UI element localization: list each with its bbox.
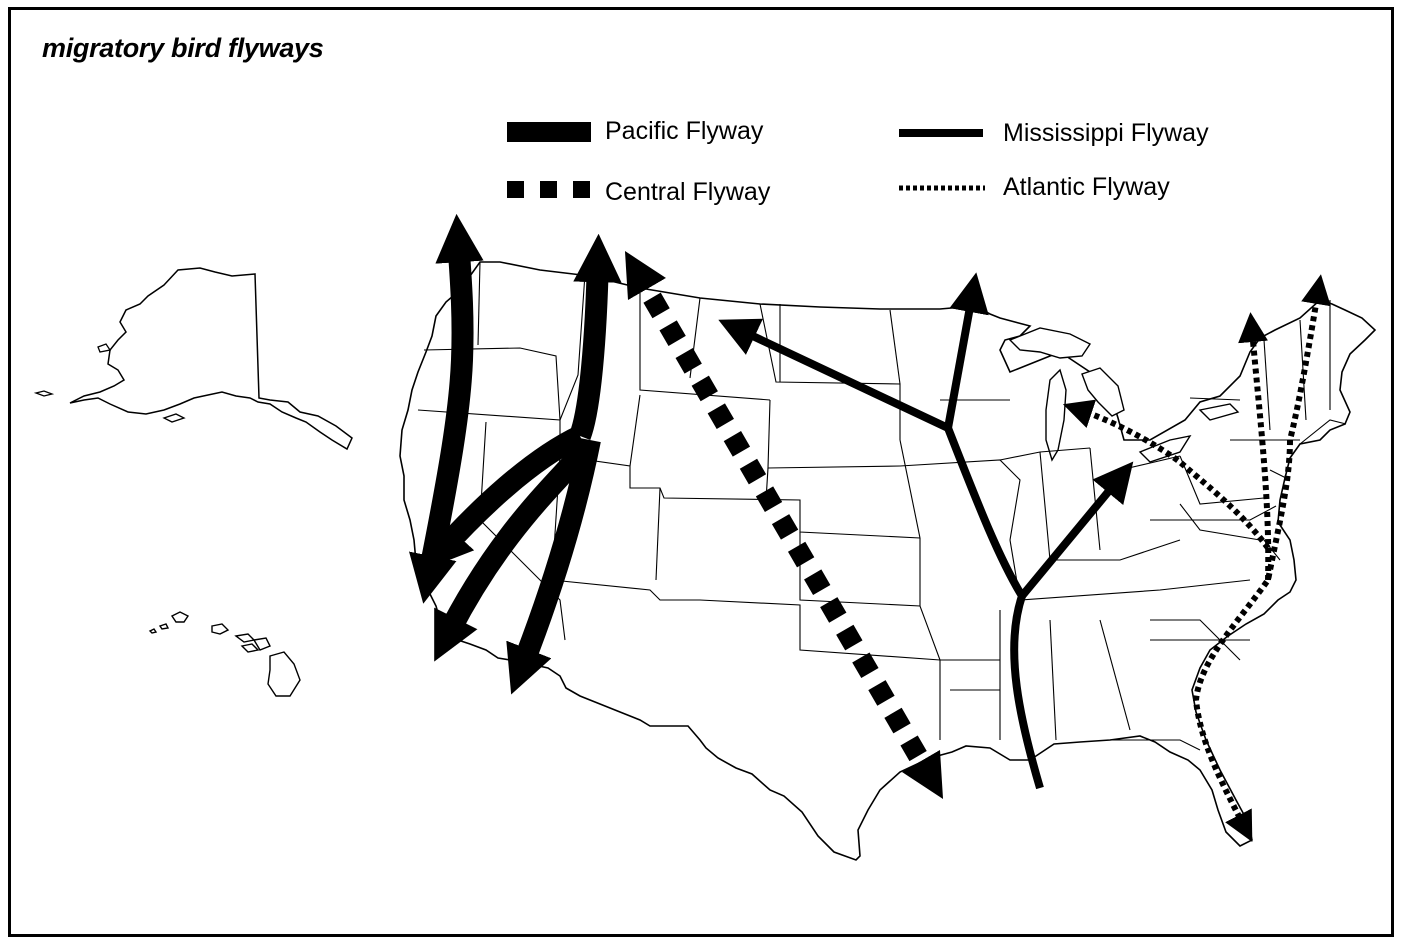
alaska-island — [162, 413, 186, 423]
alaska-outline — [69, 267, 353, 451]
legend-label-mississippi: Mississippi Flyway — [1003, 119, 1209, 147]
aleutian-island — [33, 390, 55, 397]
usa-outline — [399, 261, 1377, 861]
alaska-island — [97, 343, 112, 353]
atlantic-flyway-arrows — [1062, 274, 1331, 842]
pacific-flyway-inland-arrow — [569, 233, 622, 440]
central-flyway-arrow — [624, 250, 944, 800]
pacific-flyway-branch-1 — [423, 426, 585, 570]
pacific-flyway-arrows — [409, 213, 622, 695]
map-title: migratory bird flyways — [42, 33, 324, 63]
mississippi-flyway-arrows — [718, 272, 1134, 790]
legend-label-atlantic: Atlantic Flyway — [1003, 173, 1170, 201]
legend-label-pacific: Pacific Flyway — [605, 117, 764, 145]
pacific-flyway-branch-2 — [434, 443, 593, 662]
legend-label-central: Central Flyway — [605, 178, 771, 206]
central-flyway-swatch-icon — [507, 181, 590, 198]
mississippi-flyway-swatch-icon — [899, 129, 983, 137]
pacific-flyway-swatch-icon — [507, 122, 591, 142]
pacific-flyway-branch-3 — [506, 437, 601, 695]
pacific-flyway-coastal-arrow — [409, 213, 484, 604]
hawaii-outline — [148, 611, 301, 697]
